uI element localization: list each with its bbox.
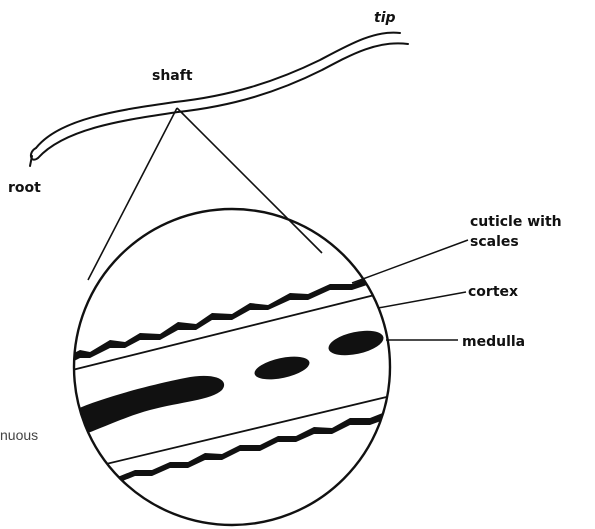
medulla-segment-small <box>253 352 312 383</box>
label-cuticle-line2: scales <box>470 234 519 250</box>
label-tip: tip <box>374 10 396 26</box>
cuticle-scales-upper <box>60 272 382 368</box>
hair-outline-bottom <box>38 43 408 158</box>
label-cuticle-line1: cuticle with <box>470 214 562 230</box>
label-root: root <box>8 180 41 196</box>
magnified-view <box>60 209 395 525</box>
label-medulla: medulla <box>462 334 525 350</box>
cuticle-scales-lower <box>100 408 395 486</box>
cuticle-edge-upper <box>60 290 395 373</box>
medulla-segment-right <box>326 326 385 359</box>
hair-root-bulb <box>30 148 38 166</box>
hair-outline-top <box>36 33 400 148</box>
hair-strand <box>30 33 408 166</box>
cropped-caption-fragment: nuous <box>0 427 38 443</box>
label-cortex: cortex <box>468 284 518 300</box>
label-shaft: shaft <box>152 68 193 84</box>
leader-cuticle <box>352 240 468 283</box>
magnification-lines <box>88 108 322 280</box>
leader-cortex <box>378 292 466 308</box>
